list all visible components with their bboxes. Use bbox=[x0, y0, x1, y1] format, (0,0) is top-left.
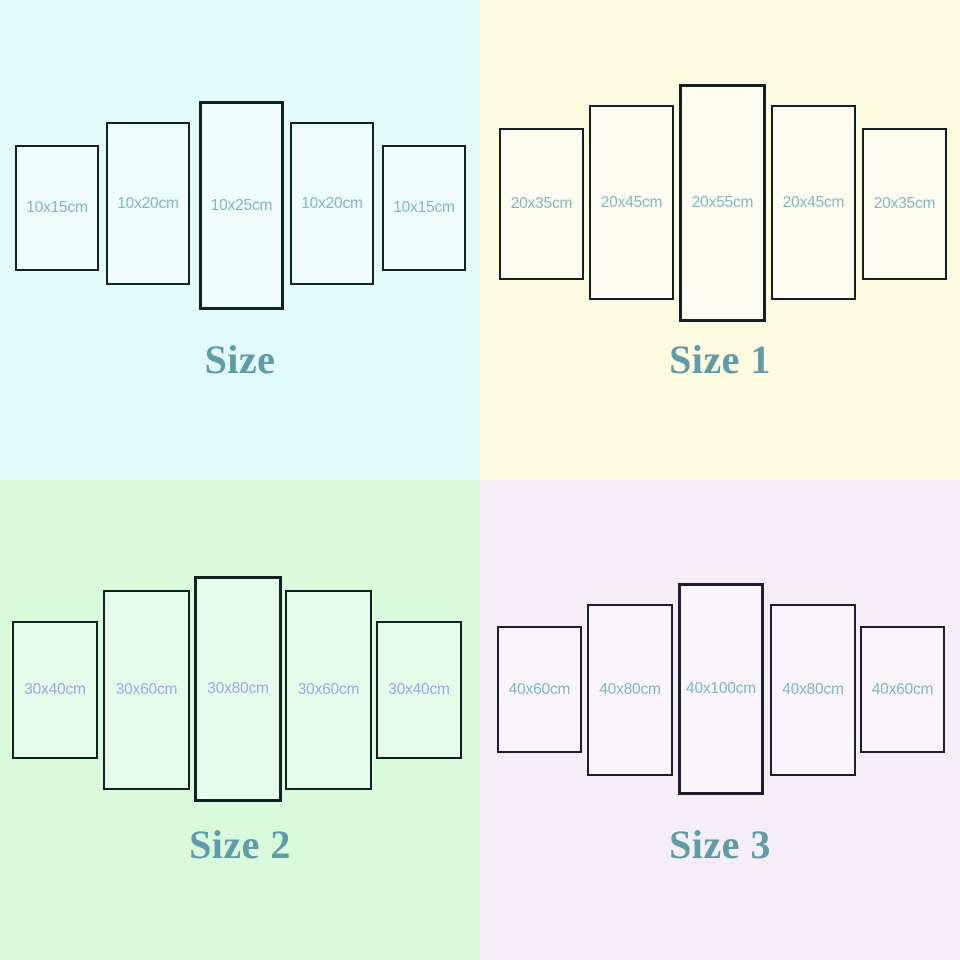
panel-title: Size bbox=[204, 337, 276, 382]
canvas-frame[interactable]: 40x80cm bbox=[587, 604, 673, 776]
frame-size-label: 20x35cm bbox=[873, 195, 936, 213]
frame-size-label: 20x35cm bbox=[510, 195, 573, 213]
frame-size-label: 40x100cm bbox=[686, 680, 756, 698]
canvas-frame[interactable]: 30x60cm bbox=[103, 590, 190, 790]
canvas-frame[interactable]: 20x35cm bbox=[862, 128, 947, 280]
frame-size-label: 10x20cm bbox=[117, 194, 179, 212]
canvas-frame[interactable]: 30x40cm bbox=[12, 621, 98, 759]
canvas-frame[interactable]: 20x45cm bbox=[589, 105, 674, 300]
frame-group-q1: 10x15cm 10x20cm 10x25cm 10x20cm 10x15cm bbox=[0, 0, 480, 480]
canvas-frame[interactable]: 10x15cm bbox=[382, 145, 466, 271]
frame-size-label: 40x80cm bbox=[782, 681, 844, 699]
canvas-frame[interactable]: 40x100cm bbox=[678, 583, 764, 795]
canvas-frame[interactable]: 30x80cm bbox=[194, 576, 282, 802]
frame-size-label: 30x60cm bbox=[297, 681, 360, 699]
frame-group-q2: 20x35cm 20x45cm 20x55cm 20x45cm 20x35cm bbox=[480, 0, 960, 480]
canvas-frame[interactable]: 10x20cm bbox=[106, 122, 190, 285]
frame-size-label: 40x60cm bbox=[508, 680, 571, 698]
frame-size-label: 30x80cm bbox=[207, 680, 269, 698]
frame-size-label: 10x25cm bbox=[210, 196, 273, 214]
canvas-frame[interactable]: 10x20cm bbox=[290, 122, 374, 285]
frame-size-label: 30x40cm bbox=[24, 681, 86, 699]
frame-size-label: 20x45cm bbox=[600, 193, 663, 211]
panel-title: Size 1 bbox=[669, 337, 771, 382]
canvas-frame[interactable]: 20x35cm bbox=[499, 128, 584, 280]
canvas-frame[interactable]: 10x25cm bbox=[199, 101, 284, 310]
frame-size-label: 40x80cm bbox=[599, 681, 661, 699]
panel-title: Size 2 bbox=[189, 822, 291, 867]
frame-size-label: 30x40cm bbox=[388, 681, 450, 699]
frame-size-label: 40x60cm bbox=[871, 680, 934, 698]
frame-group-q3: 30x40cm 30x60cm 30x80cm 30x60cm 30x40cm bbox=[0, 480, 480, 960]
frame-group-q4: 40x60cm 40x80cm 40x100cm 40x80cm 40x60cm bbox=[480, 480, 960, 960]
frame-size-label: 20x45cm bbox=[782, 193, 845, 211]
canvas-frame[interactable]: 10x15cm bbox=[15, 145, 99, 271]
canvas-frame[interactable]: 20x45cm bbox=[771, 105, 856, 300]
canvas-frame[interactable]: 30x40cm bbox=[376, 621, 462, 759]
canvas-frame[interactable]: 40x60cm bbox=[497, 626, 582, 753]
frame-size-label: 20x55cm bbox=[691, 194, 754, 212]
canvas-frame[interactable]: 40x60cm bbox=[860, 626, 945, 753]
canvas-frame[interactable]: 40x80cm bbox=[770, 604, 856, 776]
frame-size-label: 10x20cm bbox=[301, 194, 363, 212]
frame-size-label: 10x15cm bbox=[393, 199, 455, 217]
canvas-frame[interactable]: 20x55cm bbox=[679, 84, 766, 322]
frame-size-label: 10x15cm bbox=[26, 199, 88, 217]
canvas-frame[interactable]: 30x60cm bbox=[285, 590, 372, 790]
panel-title: Size 3 bbox=[669, 822, 771, 867]
frame-size-label: 30x60cm bbox=[115, 681, 178, 699]
